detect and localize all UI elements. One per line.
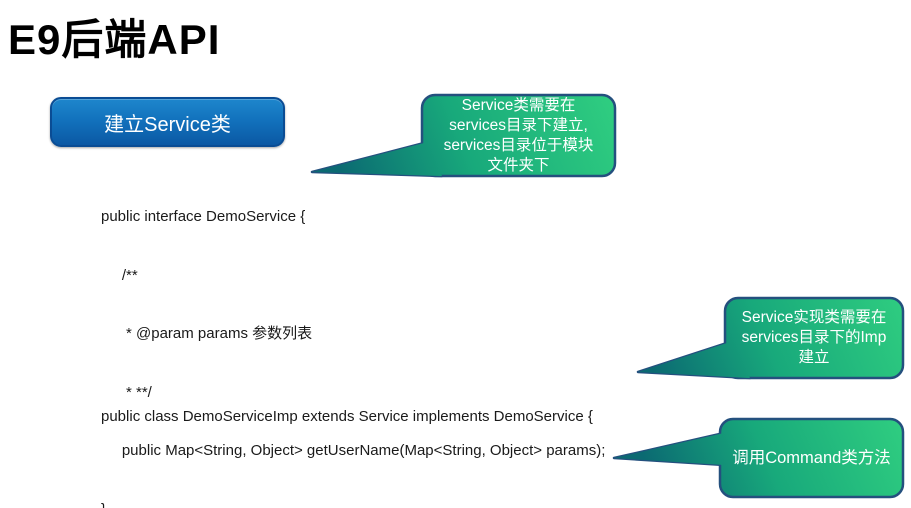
callout-tail-merge: [614, 433, 724, 465]
code-block-implementation: public class DemoServiceImp extends Serv…: [101, 368, 606, 508]
callout-text-service-location: Service类需要在 services目录下建立, services目录位于模…: [422, 95, 615, 176]
callout-bubble-command-call: [612, 417, 905, 499]
callout-line: 建立: [798, 349, 830, 366]
code-line: * @param params 参数列表: [101, 325, 313, 342]
banner-label: 建立Service类: [104, 113, 231, 136]
code-line: * **/: [101, 383, 152, 401]
code-line: public class DemoServiceImp extends Serv…: [101, 408, 593, 425]
callout-line: services目录下的Imp: [741, 329, 887, 346]
callout-body: [723, 296, 905, 380]
callout-text-impl-location: Service实现类需要在 services目录下的Imp 建立: [725, 298, 903, 378]
callout-line: Service实现类需要在: [741, 309, 887, 326]
callout-tail-merge: [638, 343, 750, 378]
callout-line: 文件夹下: [487, 156, 550, 174]
callout-line: Service类需要在: [461, 96, 576, 114]
callout-bubble-impl-location: [636, 296, 905, 380]
code-line: [101, 466, 606, 486]
create-service-class-banner: 建立Service类: [50, 97, 285, 147]
code-line: public Map<String, Object> getUserName(M…: [101, 442, 606, 459]
slide-title: E9后端API: [8, 16, 221, 63]
callout-line: services目录下建立,: [449, 116, 588, 134]
code-line: /**: [101, 266, 138, 284]
code-line: }: [101, 500, 605, 508]
code-line: public interface DemoService {: [101, 208, 306, 225]
callout-line: 调用Command类方法: [732, 448, 891, 467]
callout-text-command-call: 调用Command类方法: [720, 419, 903, 497]
callout-tail-merge: [312, 143, 442, 176]
callout-body: [420, 93, 617, 178]
callout-line: services目录位于模块: [443, 136, 594, 154]
code-block-interface: public interface DemoService { /** * @pa…: [101, 168, 605, 508]
callout-bubble-service-location: [310, 93, 617, 178]
